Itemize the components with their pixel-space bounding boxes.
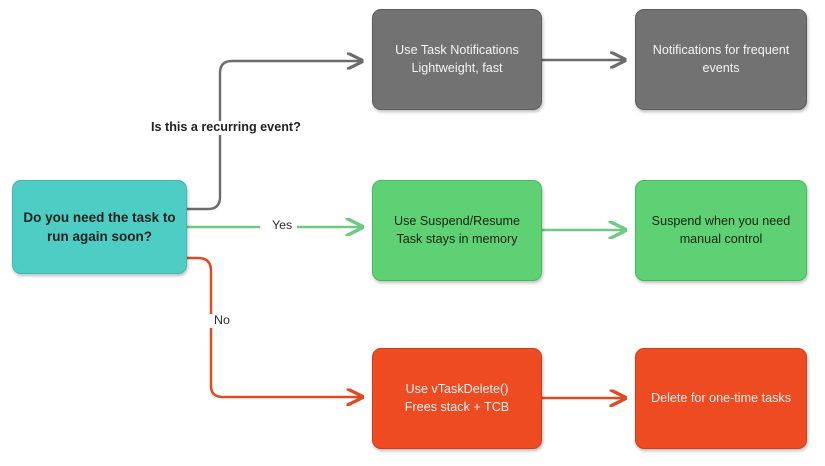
node-notify-outcome-label: Notifications for frequent events [644,42,798,78]
node-suspend-manual-control[interactable]: Suspend when you need manual control [635,180,807,281]
node-decision-label: Do you need the task to run again soon? [21,208,178,246]
node-decision-line-1: Do you need the task to [23,209,176,225]
node-delete-action-line-2: Frees stack + TCB [404,399,510,414]
node-decision-need-task-again[interactable]: Do you need the task to run again soon? [12,180,187,274]
node-delete-outcome-label: Delete for one-time tasks [644,390,798,408]
node-notify-action-label: Use Task Notifications Lightweight, fast [381,42,533,78]
edge-label-yes: Yes [267,218,298,233]
node-delete-action-label: Use vTaskDelete() Frees stack + TCB [381,381,533,417]
node-use-task-notifications[interactable]: Use Task Notifications Lightweight, fast [372,9,542,110]
node-delete-outcome-line-1: Delete for one-time tasks [651,390,791,405]
node-notify-action-line-2: Lightweight, fast [411,60,503,75]
node-suspend-action-label: Use Suspend/Resume Task stays in memory [381,213,533,249]
node-notifications-for-frequent-events[interactable]: Notifications for frequent events [635,9,807,110]
node-use-suspend-resume[interactable]: Use Suspend/Resume Task stays in memory [372,180,542,281]
node-delete-one-time-tasks[interactable]: Delete for one-time tasks [635,348,807,449]
node-suspend-action-line-1: Use Suspend/Resume [393,213,520,228]
node-suspend-outcome-line-1: Suspend when you need [651,213,791,228]
edge-label-recurring-event: Is this a recurring event? [146,120,306,135]
edge-label-no: No [209,313,235,328]
edge-decision-to-notify [185,61,362,211]
node-suspend-action-line-2: Task stays in memory [396,231,518,246]
node-use-vtaskdelete[interactable]: Use vTaskDelete() Frees stack + TCB [372,348,542,449]
node-suspend-outcome-label: Suspend when you need manual control [644,213,798,249]
node-notify-outcome-line-2: events [702,60,740,75]
node-notify-outcome-line-1: Notifications for frequent [652,42,790,57]
node-delete-action-line-1: Use vTaskDelete() [405,381,509,396]
node-notify-action-line-1: Use Task Notifications [395,42,519,57]
node-suspend-outcome-line-2: manual control [679,231,763,246]
node-decision-line-2: run again soon? [46,229,152,244]
